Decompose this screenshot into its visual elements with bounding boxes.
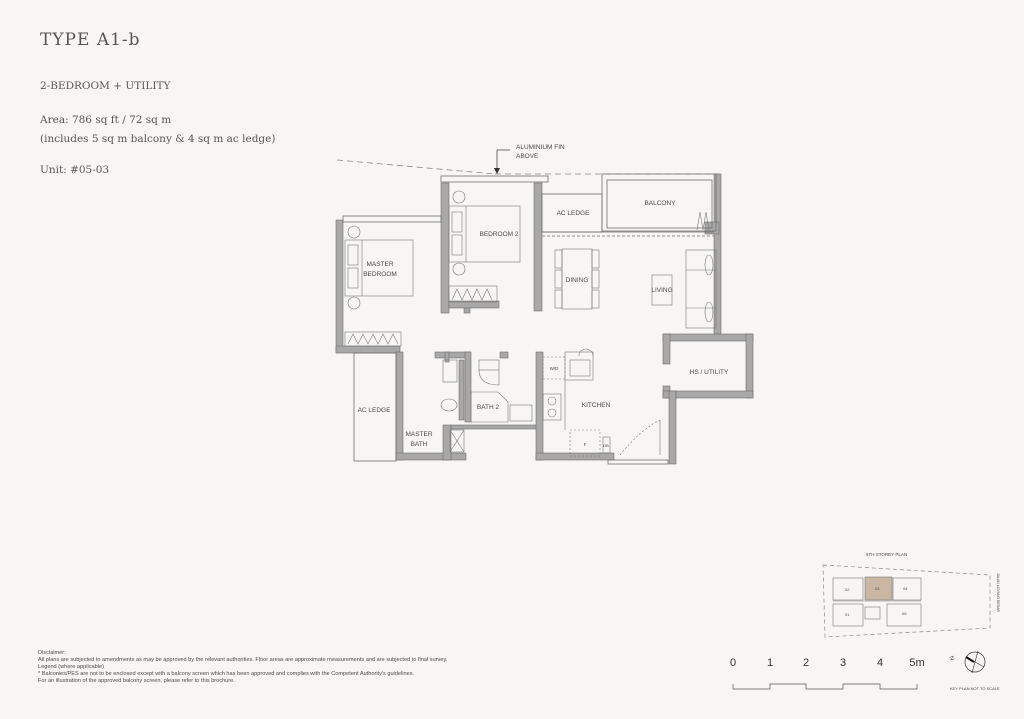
label-living: LIVING — [651, 287, 672, 294]
compass-icon — [964, 651, 986, 673]
annotation-line2: ABOVE — [516, 153, 539, 160]
key-unit-03: 03 — [875, 586, 880, 591]
label-dining: DINING — [566, 277, 589, 284]
key-unit-04: 04 — [903, 586, 908, 591]
unit-type: 2-BEDROOM + UTILITY — [40, 80, 171, 92]
unit-number: Unit: #05-03 — [40, 164, 110, 176]
key-plan-title: 5TH STOREY PLAN — [866, 552, 907, 557]
label-master-bath-1: MASTER — [405, 431, 432, 438]
key-plan-note: KEY PLAN NOT TO SCALE — [950, 686, 1000, 691]
room-labels: MASTER BEDROOM BEDROOM 2 AC LEDGE BALCON… — [358, 200, 729, 448]
scale-tick-0: 0 — [730, 657, 736, 669]
scale-tick-3: 3 — [840, 657, 846, 669]
scale-tick-2: 2 — [803, 657, 809, 669]
label-ac-ledge-left: AC LEDGE — [358, 407, 392, 414]
label-bedroom2: BEDROOM 2 — [479, 231, 518, 238]
disclaimer-line: Legend (where applicable) — [38, 664, 104, 670]
window-lines — [342, 173, 717, 465]
disclaimer-heading: Disclaimer: — [38, 650, 66, 656]
page-title: TYPE A1-b — [40, 30, 141, 50]
scale-tick-4: 4 — [877, 657, 883, 669]
scale-bar — [732, 683, 918, 690]
disclaimer: Disclaimer: All plans are subjected to a… — [38, 650, 447, 685]
label-bath2: BATH 2 — [477, 404, 500, 411]
key-unit-01: 01 — [845, 612, 850, 617]
area-info: Area: 786 sq ft / 72 sq m (includes 5 sq… — [40, 111, 275, 149]
label-kitchen: KITCHEN — [582, 402, 611, 409]
disclaimer-line: For an illustration of the approved balc… — [38, 678, 235, 684]
annotation-line1: ALUMINIUM FIN — [516, 144, 565, 151]
scale-tick-1: 1 — [767, 657, 773, 669]
key-unit-05: 05 — [902, 611, 907, 616]
disclaimer-line: * Balconies/PES are not to be enclosed e… — [38, 671, 415, 677]
area-line: Area: 786 sq ft / 72 sq m — [40, 114, 172, 126]
walls — [335, 173, 754, 465]
scale-tick-5: 5m — [909, 657, 924, 669]
label-master-bath-2: BATH — [411, 441, 428, 448]
scale-bar-labels: 0 1 2 3 4 5m — [730, 657, 925, 669]
key-road-label: JALAN LOYANG BESAR — [996, 573, 1000, 613]
label-master-bedroom-1: MASTER — [366, 261, 393, 268]
disclaimer-line: All plans are subjected to amendments as… — [38, 657, 448, 663]
label-fridge: F — [584, 442, 587, 447]
area-includes: (includes 5 sq m balcony & 4 sq m ac led… — [40, 133, 276, 145]
label-balcony: BALCONY — [644, 200, 676, 207]
label-wd: W/D — [550, 366, 559, 371]
key-unit-02: 02 — [845, 587, 850, 592]
north-label: N — [948, 655, 955, 661]
label-db: DB — [603, 443, 609, 448]
label-master-bedroom-2: BEDROOM — [363, 271, 397, 278]
label-hs-utility: HS / UTILITY — [690, 369, 729, 376]
label-ac-ledge-top: AC LEDGE — [557, 210, 591, 217]
furniture — [344, 190, 717, 457]
key-plan: 5TH STOREY PLAN 02 03 04 01 05 JALAN LOY… — [822, 552, 1000, 674]
